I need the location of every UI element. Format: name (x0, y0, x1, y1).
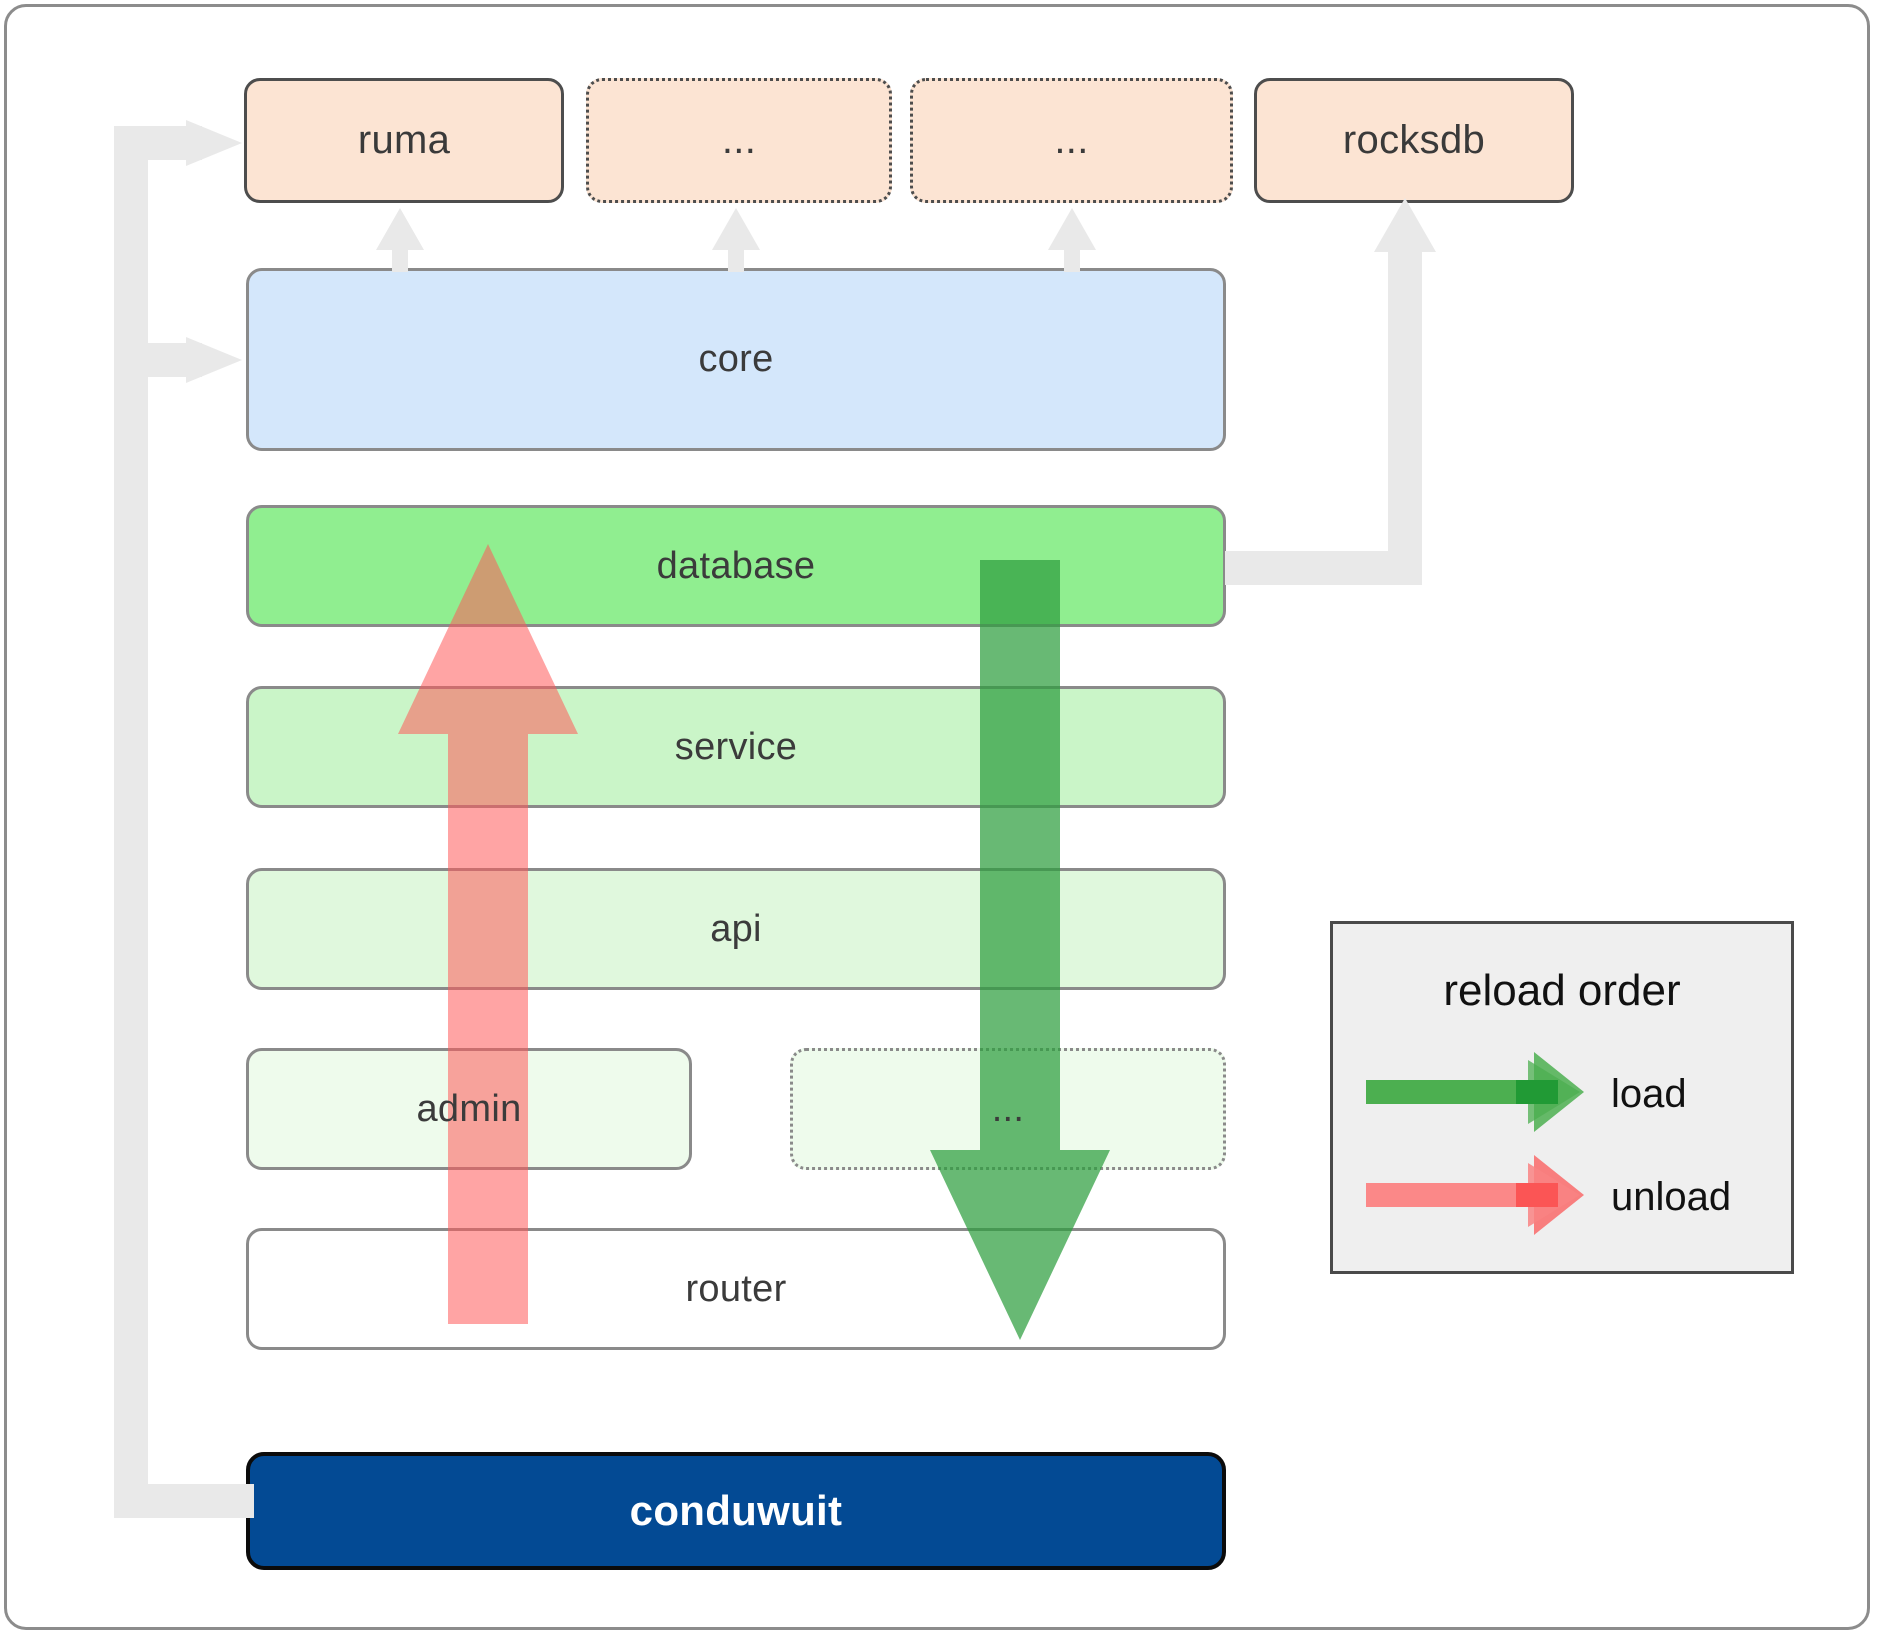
legend-load-arrow-icon (1366, 1052, 1584, 1132)
legend-label-load: load (1611, 1072, 1687, 1116)
stack-box-router[interactable]: router (246, 1228, 1226, 1350)
stack-label-admin: admin (416, 1087, 522, 1130)
stack-box-extra[interactable]: ... (790, 1048, 1226, 1170)
stack-box-service[interactable]: service (246, 686, 1226, 808)
connector-arrowhead-core-to-dep3 (1048, 208, 1096, 272)
core-label: core (698, 338, 774, 380)
legend-label-unload: unload (1611, 1175, 1732, 1219)
connector-arrowhead-core (186, 337, 242, 383)
legend-unload-arrow-icon (1366, 1155, 1584, 1235)
stack-label-api: api (710, 907, 762, 950)
dependency-label-rocksdb: rocksdb (1342, 118, 1486, 162)
connector-left-to-conduwuit (114, 1484, 254, 1518)
connector-db-to-rocksdb-vertical (1388, 250, 1422, 585)
dependency-box-ruma[interactable]: ruma (244, 78, 564, 203)
root-box-conduwuit[interactable]: conduwuit (246, 1452, 1226, 1570)
dependency-box-3[interactable]: ... (910, 78, 1233, 203)
stack-label-router: router (685, 1267, 787, 1310)
stack-label-service: service (674, 725, 798, 768)
root-label-conduwuit: conduwuit (629, 1487, 843, 1534)
legend-panel: reload order load unload (1330, 921, 1794, 1274)
stack-label-database: database (656, 544, 816, 587)
dependency-label-3: ... (1054, 118, 1089, 162)
stack-box-database[interactable]: database (246, 505, 1226, 627)
connector-arrowhead-ruma (186, 120, 242, 166)
legend-title: reload order (1443, 966, 1681, 1015)
connector-arrowhead-core-to-ruma (376, 208, 424, 272)
stack-label-extra: ... (991, 1087, 1025, 1130)
core-box[interactable]: core (246, 268, 1226, 451)
dependency-label-ruma: ruma (357, 118, 451, 162)
stack-box-api[interactable]: api (246, 868, 1226, 990)
diagram-frame (4, 4, 1870, 1630)
dependency-box-2[interactable]: ... (586, 78, 892, 203)
connector-arrowhead-core-to-dep2 (712, 208, 760, 272)
dependency-box-rocksdb[interactable]: rocksdb (1254, 78, 1574, 203)
stack-box-admin[interactable]: admin (246, 1048, 692, 1170)
connector-arrowhead-rocksdb (1374, 198, 1436, 252)
dependency-label-2: ... (721, 118, 757, 162)
connector-left-spine (114, 126, 148, 1518)
